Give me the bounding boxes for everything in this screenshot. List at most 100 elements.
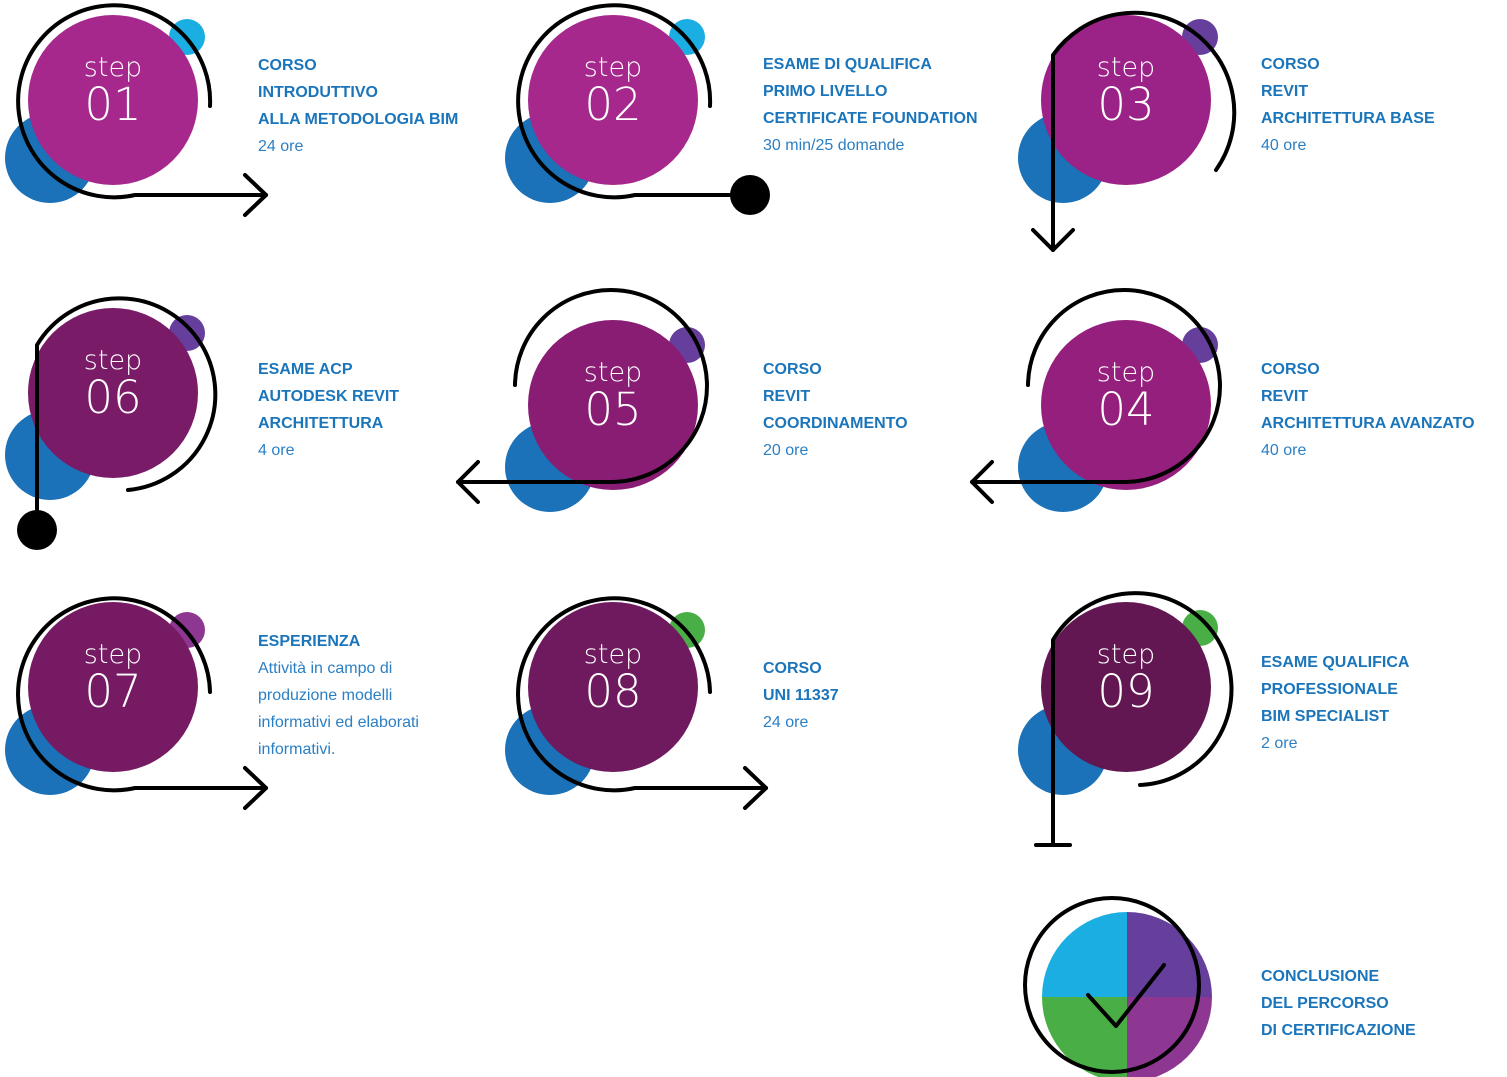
step-02-label: step xyxy=(584,52,642,83)
conclusion-ring xyxy=(1023,896,1201,1074)
step-02-connector xyxy=(516,3,752,200)
step-07-number: 07 xyxy=(84,665,141,718)
conclusion-text: CONCLUSIONE DEL PERCORSO DI CERTIFICAZIO… xyxy=(1261,963,1501,1044)
step-07-label: step xyxy=(84,639,142,670)
step-05-connector xyxy=(456,288,709,484)
step-07-body-1: Attività in campo di xyxy=(258,660,393,677)
step-01-number: 01 xyxy=(84,78,141,131)
step-01-text: CORSO INTRODUTTIVO ALLA METODOLOGIA BIM … xyxy=(258,52,498,160)
step-03-line-2: REVIT xyxy=(1261,83,1309,100)
step-07-text: ESPERIENZA Attività in campo di produzio… xyxy=(258,628,498,763)
step-06-line-1: ESAME ACP xyxy=(258,361,353,378)
step-08-main-circle xyxy=(528,602,698,772)
step-06-number: 06 xyxy=(84,371,141,424)
step-05-arrowhead xyxy=(456,460,480,504)
step-01-line-3: ALLA METODOLOGIA BIM xyxy=(258,111,459,128)
step-08-connector xyxy=(516,596,768,793)
step-02-main-circle xyxy=(528,15,698,185)
step-07-arrowhead xyxy=(243,766,268,810)
step-04-detail: 40 ore xyxy=(1261,442,1307,459)
step-05-detail: 20 ore xyxy=(763,442,809,459)
step-09-label: step xyxy=(1097,639,1155,670)
conclusion-line-1: CONCLUSIONE xyxy=(1261,968,1380,985)
conclusion-line-2: DEL PERCORSO xyxy=(1261,995,1389,1012)
step-07-body-2: produzione modelli xyxy=(258,687,393,704)
step-09-connector xyxy=(1051,591,1234,847)
step-07-line-1: ESPERIENZA xyxy=(258,633,361,650)
step-05-line-1: CORSO xyxy=(763,361,822,378)
step-03-line-1: CORSO xyxy=(1261,56,1320,73)
step-03-line-3: ARCHITETTURA BASE xyxy=(1261,110,1435,127)
step-03-detail: 40 ore xyxy=(1261,137,1307,154)
step-02-number: 02 xyxy=(584,78,641,131)
step-08-text: CORSO UNI 11337 24 ore xyxy=(763,655,1003,736)
step-01-detail: 24 ore xyxy=(258,138,304,155)
step-09-line-3: BIM SPECIALIST xyxy=(1261,708,1390,725)
step-02-detail: 30 min/25 domande xyxy=(763,137,905,154)
step-06-text: ESAME ACP AUTODESK REVIT ARCHITETTURA 4 … xyxy=(258,356,498,464)
step-07-connector xyxy=(16,596,268,793)
step-04-number: 04 xyxy=(1097,383,1154,436)
step-03-connector xyxy=(1051,10,1237,252)
step-02-text: ESAME DI QUALIFICA PRIMO LIVELLO CERTIFI… xyxy=(763,51,1003,159)
step-01-line-1: CORSO xyxy=(258,57,317,74)
step-09-line-1: ESAME QUALIFICA xyxy=(1261,654,1410,671)
step-08-label: step xyxy=(584,639,642,670)
step-08-detail: 24 ore xyxy=(763,714,809,731)
step-04-line-1: CORSO xyxy=(1261,361,1320,378)
step-03-label: step xyxy=(1097,52,1155,83)
step-04-line-2: REVIT xyxy=(1261,388,1309,405)
step-07-main-circle xyxy=(28,602,198,772)
step-09-main-circle xyxy=(1041,602,1211,772)
conclusion-quadrant-purple xyxy=(1127,912,1212,997)
step-06-detail: 4 ore xyxy=(258,442,295,459)
step-02-line-1: ESAME DI QUALIFICA xyxy=(763,56,932,73)
step-01-label: step xyxy=(84,52,142,83)
step-05-text: CORSO REVIT COORDINAMENTO 20 ore xyxy=(763,356,1003,464)
conclusion-quadrant-cyan xyxy=(1042,912,1127,997)
step-06-connector xyxy=(35,296,218,517)
step-09-detail: 2 ore xyxy=(1261,735,1298,752)
step-01-arrowhead xyxy=(243,173,268,217)
step-05-line-3: COORDINAMENTO xyxy=(763,415,908,432)
step-06-line-2: AUTODESK REVIT xyxy=(258,388,400,405)
conclusion-quadrant-violet xyxy=(1127,997,1212,1077)
step-03-number: 03 xyxy=(1097,78,1154,131)
step-02-line-2: PRIMO LIVELLO xyxy=(763,83,888,100)
step-03-arrowhead xyxy=(1031,228,1075,252)
step-09-text: ESAME QUALIFICA PROFESSIONALE BIM SPECIA… xyxy=(1261,649,1501,757)
step-08-number: 08 xyxy=(584,665,641,718)
step-02-line-3: CERTIFICATE FOUNDATION xyxy=(763,110,978,127)
step-06-line-3: ARCHITETTURA xyxy=(258,415,384,432)
step-03-main-circle xyxy=(1041,15,1211,185)
step-05-main-circle xyxy=(528,320,698,490)
step-07-body-3: informativi ed elaborati xyxy=(258,714,419,731)
step-08-arrowhead xyxy=(743,766,768,810)
step-04-text: CORSO REVIT ARCHITETTURA AVANZATO 40 ore xyxy=(1261,356,1501,464)
step-01-main-circle xyxy=(28,15,198,185)
step-02-end-dot xyxy=(730,175,770,215)
step-01-line-2: INTRODUTTIVO xyxy=(258,84,378,101)
step-05-label: step xyxy=(584,357,642,388)
conclusion-quadrant-green xyxy=(1042,997,1127,1077)
step-01-connector xyxy=(16,3,268,200)
step-08-line-1: CORSO xyxy=(763,660,822,677)
step-04-arrowhead xyxy=(970,460,994,504)
step-05-number: 05 xyxy=(584,383,641,436)
step-07-body-4: informativi. xyxy=(258,741,336,758)
step-06-end-dot xyxy=(17,510,57,550)
step-04-main-circle xyxy=(1041,320,1211,490)
step-08-line-2: UNI 11337 xyxy=(763,687,839,704)
step-09-line-2: PROFESSIONALE xyxy=(1261,681,1398,698)
step-06-main-circle xyxy=(28,308,198,478)
step-03-text: CORSO REVIT ARCHITETTURA BASE 40 ore xyxy=(1261,51,1501,159)
step-04-connector xyxy=(970,288,1222,484)
step-06-label: step xyxy=(84,345,142,376)
step-05-line-2: REVIT xyxy=(763,388,811,405)
conclusion-line-3: DI CERTIFICAZIONE xyxy=(1261,1022,1416,1039)
checkmark-icon xyxy=(1086,963,1166,1028)
step-04-line-3: ARCHITETTURA AVANZATO xyxy=(1261,415,1475,432)
step-09-number: 09 xyxy=(1097,665,1154,718)
step-04-label: step xyxy=(1097,357,1155,388)
